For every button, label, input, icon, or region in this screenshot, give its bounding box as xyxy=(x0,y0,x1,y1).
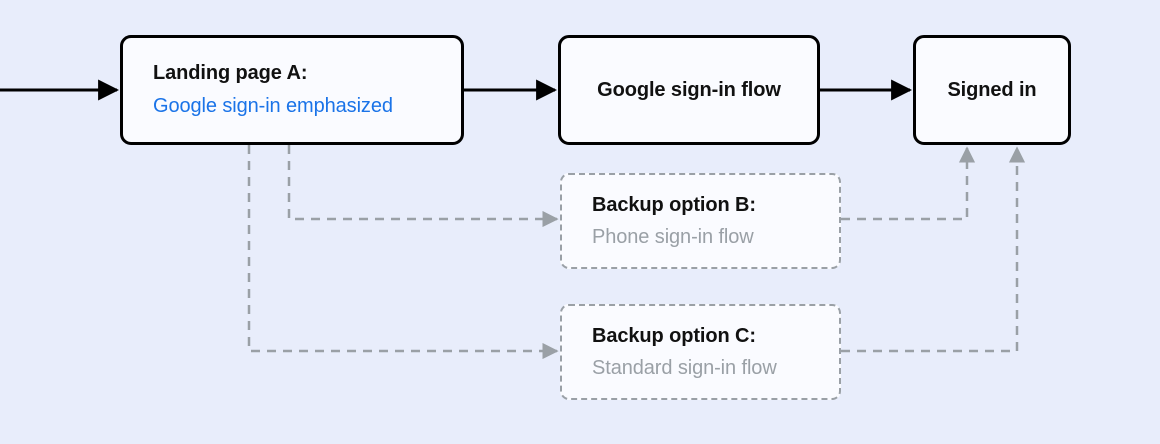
node-google-sign-in-flow[interactable]: Google sign-in flow xyxy=(558,35,820,145)
node-backup-option-b-title: Backup option B: xyxy=(592,193,756,216)
edge-backup-b-to-signed-in xyxy=(841,146,976,221)
edge-landing-a-to-backup-c xyxy=(247,145,559,360)
node-backup-option-b[interactable]: Backup option B: Phone sign-in flow xyxy=(560,173,841,269)
node-landing-page-a[interactable]: Landing page A: Google sign-in emphasize… xyxy=(120,35,464,145)
node-landing-page-a-title: Landing page A: xyxy=(153,62,308,84)
node-backup-option-c[interactable]: Backup option C: Standard sign-in flow xyxy=(560,304,841,400)
node-signed-in-title: Signed in xyxy=(947,78,1037,101)
node-backup-option-b-subtitle: Phone sign-in flow xyxy=(592,225,754,248)
edge-landing-a-to-backup-b xyxy=(287,145,559,228)
node-backup-option-c-subtitle: Standard sign-in flow xyxy=(592,356,777,379)
edge-backup-c-to-signed-in xyxy=(841,146,1026,353)
node-signed-in[interactable]: Signed in xyxy=(913,35,1071,145)
node-backup-option-c-title: Backup option C: xyxy=(592,324,756,347)
node-landing-page-a-subtitle: Google sign-in emphasized xyxy=(153,95,393,117)
node-google-sign-in-flow-title: Google sign-in flow xyxy=(597,78,781,101)
